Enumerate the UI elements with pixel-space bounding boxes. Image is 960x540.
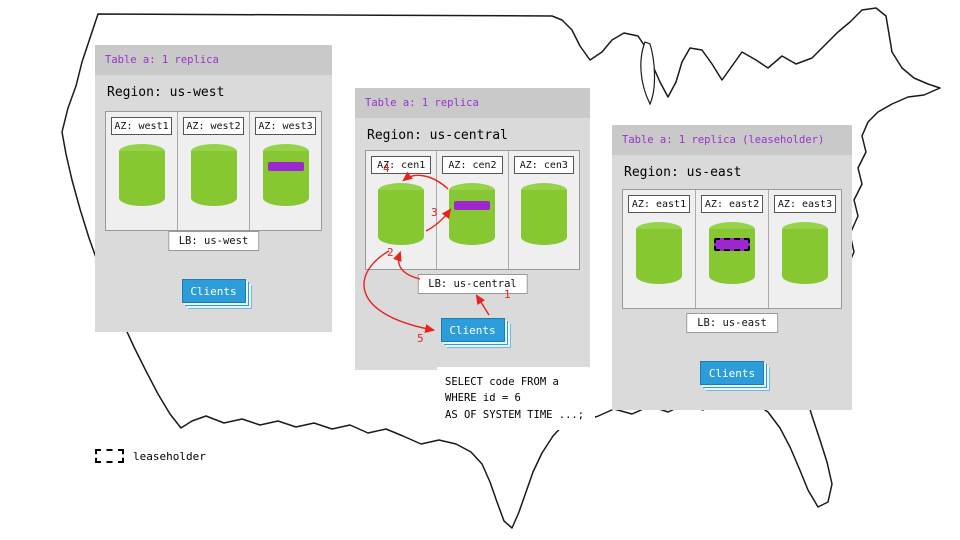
table-replica-label: Table a: 1 replica (leaseholder) xyxy=(612,125,852,155)
az-column: AZ: west2 xyxy=(178,112,250,230)
legend: leaseholder xyxy=(95,449,206,463)
region-title: Region: us-west xyxy=(107,85,225,100)
az-column: AZ: cen3 xyxy=(509,151,579,269)
region-panel-us-central: Table a: 1 replica Region: us-central AZ… xyxy=(355,88,590,370)
az-container: AZ: cen1 AZ: cen2 AZ: cen3 xyxy=(365,150,580,270)
table-replica-band xyxy=(267,162,304,171)
step-number-2: 2 xyxy=(387,246,394,259)
az-label: AZ: east2 xyxy=(701,195,763,213)
az-container: AZ: east1 AZ: east2 AZ: east3 xyxy=(622,189,842,309)
az-column: AZ: east3 xyxy=(769,190,841,308)
leaseholder-band xyxy=(714,238,750,251)
database-node-cylinder xyxy=(520,183,567,245)
az-column: AZ: west3 xyxy=(250,112,321,230)
az-column: AZ: cen2 xyxy=(437,151,509,269)
az-label: AZ: east1 xyxy=(628,195,690,213)
cylinder-body xyxy=(449,190,496,245)
load-balancer-box: LB: us-east xyxy=(686,313,778,333)
database-node-cylinder xyxy=(190,144,237,206)
step-number-5: 5 xyxy=(417,332,424,345)
az-column: AZ: west1 xyxy=(106,112,178,230)
cylinder-body xyxy=(520,190,567,245)
cylinder-body xyxy=(636,229,682,284)
database-node-cylinder xyxy=(378,183,425,245)
table-replica-label: Table a: 1 replica xyxy=(355,88,590,118)
region-title: Region: us-east xyxy=(624,165,742,180)
az-container: AZ: west1 AZ: west2 AZ: west3 xyxy=(105,111,322,231)
clients-box: Clients xyxy=(700,361,764,385)
load-balancer-box: LB: us-central xyxy=(417,274,528,294)
cylinder-body xyxy=(782,229,828,284)
database-node-cylinder xyxy=(709,222,755,284)
step-number-3: 3 xyxy=(431,206,438,219)
cylinder-body xyxy=(190,151,237,206)
sql-line: SELECT code FROM a xyxy=(445,376,559,388)
region-title: Region: us-central xyxy=(367,128,508,143)
region-panel-us-east: Table a: 1 replica (leaseholder) Region:… xyxy=(612,125,852,410)
az-column: AZ: east2 xyxy=(696,190,769,308)
database-node-cylinder xyxy=(118,144,165,206)
sql-query-box: SELECT code FROM a WHERE id = 6 AS OF SY… xyxy=(437,367,595,430)
az-label: AZ: east3 xyxy=(774,195,836,213)
cylinder-body xyxy=(378,190,425,245)
cylinder-body xyxy=(262,151,309,206)
sql-line: WHERE id = 6 xyxy=(445,392,521,405)
cylinder-body xyxy=(118,151,165,206)
step-number-4: 4 xyxy=(383,162,390,175)
sql-line: AS OF SYSTEM TIME ...; xyxy=(445,408,585,421)
clients-box: Clients xyxy=(181,279,246,303)
clients-box: Clients xyxy=(440,318,505,342)
az-label: AZ: cen3 xyxy=(513,156,574,174)
az-label: AZ: cen1 xyxy=(371,156,432,174)
az-label: AZ: west1 xyxy=(111,117,172,135)
table-replica-label: Table a: 1 replica xyxy=(95,45,332,75)
step-number-1: 1 xyxy=(504,288,511,301)
load-balancer-box: LB: us-west xyxy=(167,231,260,251)
database-node-cylinder xyxy=(262,144,309,206)
region-panel-us-west: Table a: 1 replica Region: us-west AZ: w… xyxy=(95,45,332,332)
database-node-cylinder xyxy=(449,183,496,245)
az-label: AZ: west2 xyxy=(183,117,244,135)
leaseholder-swatch xyxy=(95,449,124,463)
az-label: AZ: cen2 xyxy=(442,156,503,174)
database-node-cylinder xyxy=(636,222,682,284)
az-column: AZ: cen1 xyxy=(366,151,438,269)
az-label: AZ: west3 xyxy=(255,117,316,135)
table-replica-band xyxy=(454,201,491,210)
database-node-cylinder xyxy=(782,222,828,284)
az-column: AZ: east1 xyxy=(623,190,696,308)
legend-label: leaseholder xyxy=(133,449,206,463)
